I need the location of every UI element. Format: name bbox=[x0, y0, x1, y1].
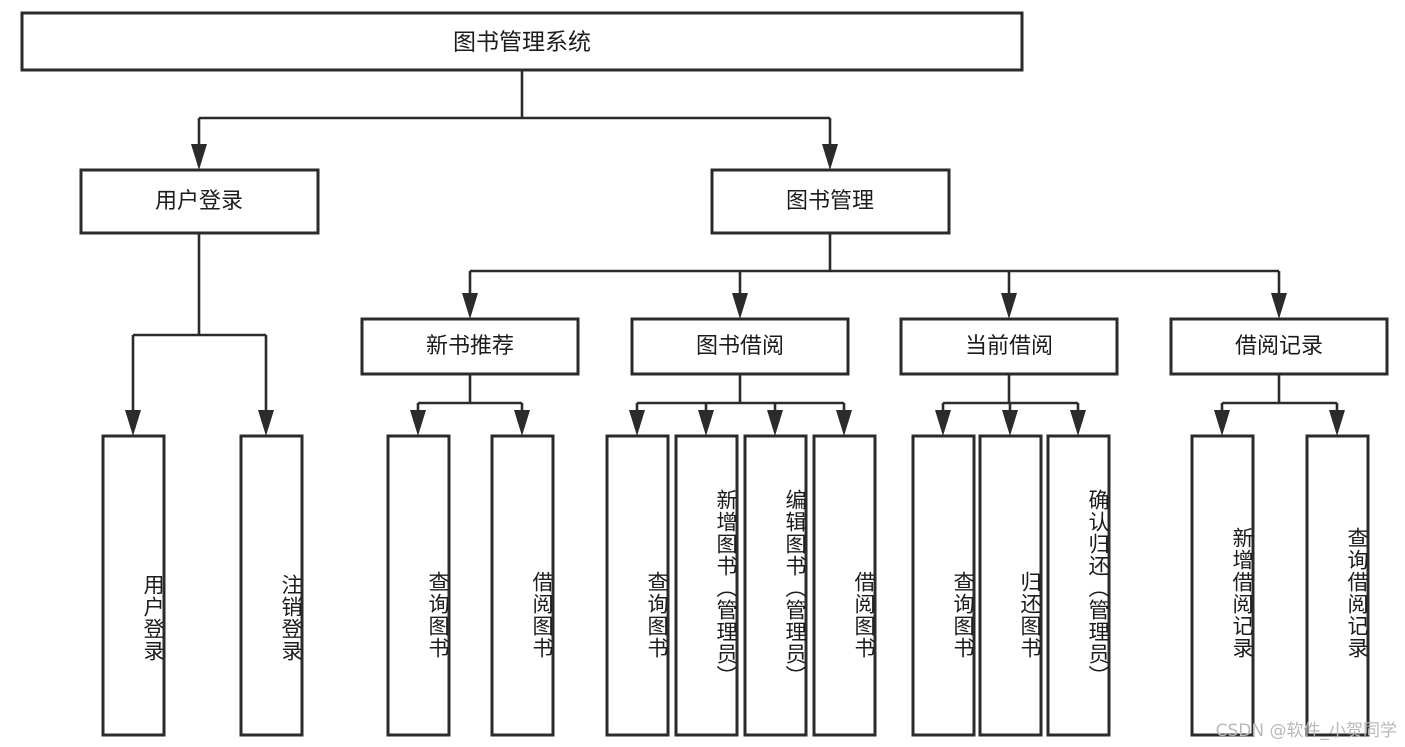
arrow-bookborrow-leaf-1 bbox=[629, 410, 645, 436]
arrow-currentborrow-leaf-3 bbox=[1070, 410, 1086, 436]
leaf-box-query-book-3[interactable] bbox=[911, 434, 976, 737]
node-borrow-record[interactable]: 借阅记录 bbox=[1169, 317, 1389, 376]
arrow-borrowrecord-leaf-1 bbox=[1214, 410, 1230, 436]
leaf-box-query-book-1[interactable] bbox=[386, 434, 451, 737]
node-root[interactable]: 图书管理系统 bbox=[20, 11, 1024, 72]
arrow-bookborrow-leaf-2 bbox=[698, 410, 714, 436]
node-user-login[interactable]: 用户登录 bbox=[79, 168, 320, 235]
node-book-management[interactable]: 图书管理 bbox=[710, 168, 951, 235]
leaf-box-edit-book[interactable] bbox=[743, 434, 808, 737]
node-new-book-recommend-box[interactable] bbox=[360, 317, 580, 376]
arrow-bookborrow-leaf-4 bbox=[836, 410, 852, 436]
arrow-currentborrow-leaf-2 bbox=[1002, 410, 1018, 436]
leaf-box-logout[interactable] bbox=[239, 434, 304, 737]
leaf-box-add-borrow-record[interactable] bbox=[1190, 434, 1255, 737]
node-new-book-recommend[interactable]: 新书推荐 bbox=[360, 317, 580, 376]
leaf-box-query-borrow-record[interactable] bbox=[1305, 434, 1370, 737]
arrow-to-leaf-user-login bbox=[125, 410, 141, 436]
arrow-currentborrow-leaf-1 bbox=[935, 410, 951, 436]
connector-layer bbox=[125, 70, 1345, 436]
leaf-box-layer bbox=[101, 434, 1370, 737]
leaf-box-borrow-book-1[interactable] bbox=[490, 434, 555, 737]
node-book-borrow[interactable]: 图书借阅 bbox=[630, 317, 850, 376]
arrow-to-borrow-record bbox=[1271, 293, 1287, 319]
node-current-borrow[interactable]: 当前借阅 bbox=[899, 317, 1119, 376]
node-book-management-box[interactable] bbox=[710, 168, 951, 235]
arrow-root-to-book-mgmt bbox=[822, 144, 838, 170]
arrow-bookborrow-leaf-3 bbox=[767, 410, 783, 436]
arrow-borrowrecord-leaf-2 bbox=[1329, 410, 1345, 436]
node-borrow-record-box[interactable] bbox=[1169, 317, 1389, 376]
leaf-box-query-book-2[interactable] bbox=[605, 434, 670, 737]
node-current-borrow-box[interactable] bbox=[899, 317, 1119, 376]
node-root-label: 图书管理系统 bbox=[453, 30, 591, 56]
arrow-to-new-book-recommend bbox=[462, 293, 478, 319]
arrow-to-current-borrow bbox=[1001, 293, 1017, 319]
arrow-to-book-borrow bbox=[732, 293, 748, 319]
leaf-box-return-book[interactable] bbox=[978, 434, 1043, 737]
arrow-to-leaf-logout bbox=[258, 410, 274, 436]
arrow-root-to-user-login bbox=[191, 144, 207, 170]
node-user-login-label: 用户登录 bbox=[155, 189, 243, 214]
node-book-management-label: 图书管理 bbox=[786, 189, 874, 214]
leaf-box-user-login[interactable] bbox=[101, 434, 166, 737]
leaf-box-confirm-return[interactable] bbox=[1046, 434, 1111, 737]
node-borrow-record-label: 借阅记录 bbox=[1235, 334, 1323, 359]
node-new-book-recommend-label: 新书推荐 bbox=[426, 334, 514, 359]
node-current-borrow-label: 当前借阅 bbox=[965, 334, 1053, 359]
node-user-login-box[interactable] bbox=[79, 168, 320, 235]
leaf-box-borrow-book-2[interactable] bbox=[812, 434, 877, 737]
node-book-borrow-box[interactable] bbox=[630, 317, 850, 376]
node-root-box[interactable] bbox=[20, 11, 1024, 72]
arrow-newbook-leaf-2 bbox=[514, 410, 530, 436]
node-book-borrow-label: 图书借阅 bbox=[696, 334, 784, 359]
leaf-box-add-book[interactable] bbox=[674, 434, 739, 737]
arrow-newbook-leaf-1 bbox=[410, 410, 426, 436]
